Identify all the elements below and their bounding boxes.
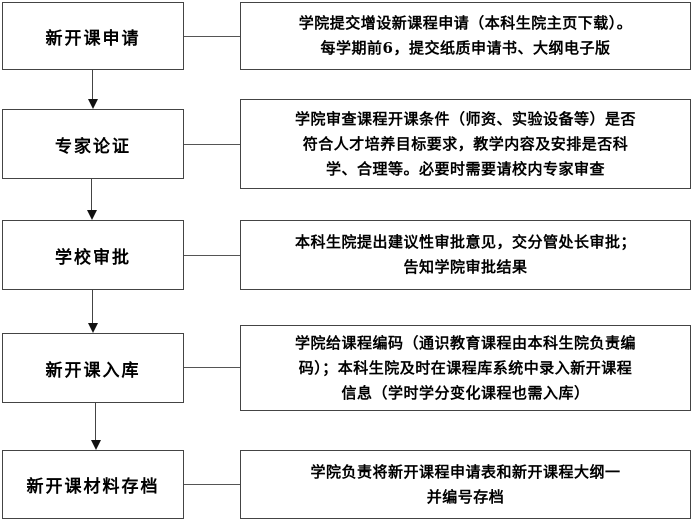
note-line: 学院审查课程开课条件（师资、实验设备等）是否 [294, 109, 636, 128]
step-label: 新开课材料存档 [26, 477, 160, 497]
arrow-down-icon [88, 323, 98, 333]
note-box-course-library: 学院给课程编码（通识教育课程由本科生院负责编 码）；本科生院及时在课程库系统中录… [240, 325, 691, 411]
connector-line [184, 36, 240, 37]
step-label: 学校审批 [55, 247, 131, 268]
connector-line [184, 255, 240, 256]
note-box-school-approval: 本科生院提出建议性审批意见，交分管处长审批； 告知学院审批结果 [240, 220, 691, 290]
note-line: 每学期前6，提交纸质申请书、大纲电子版 [320, 39, 611, 57]
note-line: 并编号存档 [426, 487, 505, 506]
arrow-down-icon [88, 99, 98, 109]
arrow-down-icon [91, 440, 101, 450]
note-box-apply: 学院提交增设新课程申请（本科生院主页下载）。 每学期前6，提交纸质申请书、大纲电… [240, 2, 691, 70]
step-label: 新开课入库 [45, 360, 141, 381]
note-line: 学院提交增设新课程申请（本科生院主页下载）。 [298, 14, 633, 32]
note-line: 学院负责将新开课程申请表和新开课程大纲一 [310, 462, 621, 481]
note-line: 本科生院提出建议性审批意见，交分管处长审批； [294, 233, 636, 251]
step-label: 专家论证 [55, 136, 131, 157]
flow-line [92, 70, 93, 99]
note-line: 码）；本科生院及时在课程库系统中录入新开课程 [298, 358, 633, 377]
flow-line [91, 179, 92, 210]
step-box-school-approval: 学校审批 [2, 220, 184, 290]
note-box-expert-review: 学院审查课程开课条件（师资、实验设备等）是否 符合人才培养目标要求，教学内容及安… [240, 99, 691, 189]
connector-line [184, 144, 240, 145]
note-line: 学院给课程编码（通识教育课程由本科生院负责编 [294, 333, 636, 352]
step-box-expert-review: 专家论证 [2, 109, 184, 179]
step-box-course-library: 新开课入库 [2, 333, 184, 403]
arrow-down-icon [87, 210, 97, 220]
note-line: 学、合理等。必要时需要请校内专家审查 [325, 159, 605, 178]
flow-line [95, 403, 96, 440]
step-box-apply: 新开课申请 [2, 2, 184, 70]
connector-line [184, 367, 240, 368]
note-line: 符合人才培养目标要求，教学内容及安排是否科 [302, 134, 629, 153]
step-label: 新开课申请 [45, 28, 141, 49]
note-line: 告知学院审批结果 [403, 258, 528, 276]
flow-line [92, 290, 93, 323]
note-box-archive: 学院负责将新开课程申请表和新开课程大纲一 并编号存档 [240, 450, 691, 519]
note-line: 信息（学时学分变化课程也需入库） [341, 383, 590, 402]
step-box-archive: 新开课材料存档 [2, 450, 184, 519]
connector-line [184, 484, 240, 485]
